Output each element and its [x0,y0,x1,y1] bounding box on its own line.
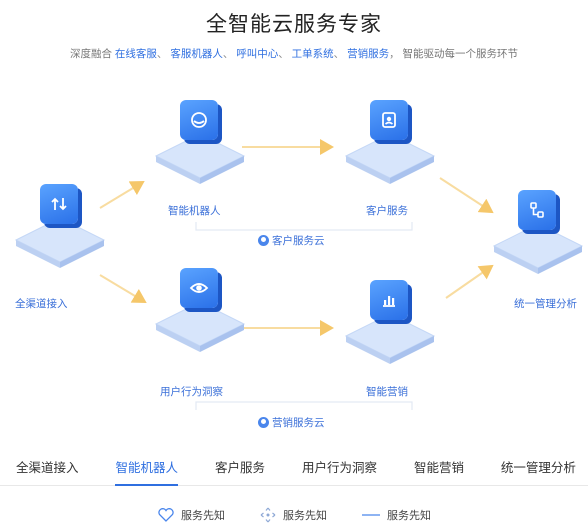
arrow-channel-insight [99,274,147,304]
node-analysis[interactable] [488,188,588,278]
arrow-marketing-analysis [445,264,494,299]
node-label-analysis: 统一管理分析 [514,298,577,310]
subtitle-link-marketing[interactable]: 营销服务 [347,48,390,60]
feature-label: 服务先知 [387,510,431,522]
subtitle-prefix: 深度融合 [69,48,112,60]
tab-marketing[interactable]: 智能营销 [413,461,464,475]
subtitle-link-call-center[interactable]: 呼叫中心 [236,48,279,60]
node-channel[interactable] [10,182,110,272]
node-label-service: 客户服务 [366,205,408,217]
feature-item[interactable]: 服务先知 [259,506,327,524]
node-marketing[interactable] [340,278,440,368]
flow-icon [518,190,556,230]
subtitle-link-robot[interactable]: 客服机器人 [170,48,223,60]
move-arrows-icon [260,507,276,523]
platform-base [344,133,436,184]
tab-channel[interactable]: 全渠道接入 [16,461,79,475]
feature-label: 服务先知 [181,510,225,522]
heart-icon [158,508,174,522]
platform-base [492,223,584,274]
tab-analysis[interactable]: 统一管理分析 [500,461,576,475]
platform-base [344,313,436,364]
node-label-insight: 用户行为洞察 [160,386,223,398]
feature-label: 服务先知 [283,510,327,522]
service-cloud-text: 客户服务云 [272,235,325,247]
node-service[interactable] [340,98,440,188]
tab-robot[interactable]: 智能机器人 [115,446,178,486]
tab-service[interactable]: 客户服务 [214,461,265,475]
arrow-service-analysis [439,177,494,214]
platform-base [154,133,246,184]
feature-item[interactable]: 服务先知 [361,506,431,524]
node-label-marketing: 智能营销 [366,386,408,398]
marketing-cloud-label[interactable]: 营销服务云 [258,415,325,430]
line-icon [362,514,380,516]
node-insight[interactable] [150,266,250,356]
subtitle-suffix: 智能驱动每一个服务环节 [402,48,519,60]
arrow-channel-robot [99,180,145,209]
marketing-cloud-text: 营销服务云 [272,417,325,429]
eye-icon [180,268,218,308]
connector-layer [99,139,494,410]
node-robot[interactable] [150,98,250,188]
bar-chart-icon [370,280,408,320]
node-label-channel: 全渠道接入 [15,298,68,310]
page-subtitle: 深度融合 在线客服、 客服机器人、 呼叫中心、 工单系统、 营销服务， 智能驱动… [69,48,519,60]
platform-base [154,301,246,352]
node-label-robot: 智能机器人 [168,205,221,217]
robot-icon [180,100,218,140]
marketing-cloud-bracket [195,401,413,410]
tab-insight[interactable]: 用户行为洞察 [301,461,377,475]
feature-list: 服务先知 服务先知 服务先知 [0,506,588,524]
contact-card-icon [370,100,408,140]
subtitle-link-ticket[interactable]: 工单系统 [291,48,334,60]
feature-item[interactable]: 服务先知 [157,506,225,524]
service-diagram: 全渠道接入 智能机器人 客户服务 用户行 [0,70,588,440]
user-icon [258,235,269,246]
swap-arrows-icon [40,184,78,224]
platform-base [14,217,106,268]
subtitle-link-online-service[interactable]: 在线客服 [114,48,157,60]
feature-tabs: 全渠道接入 智能机器人 客户服务 用户行为洞察 智能营销 统一管理分析 [0,446,588,486]
page-title: 全智能云服务专家 [206,13,382,36]
service-cloud-label[interactable]: 客户服务云 [258,233,325,248]
marketing-icon [258,417,269,428]
service-cloud-bracket [195,222,413,231]
